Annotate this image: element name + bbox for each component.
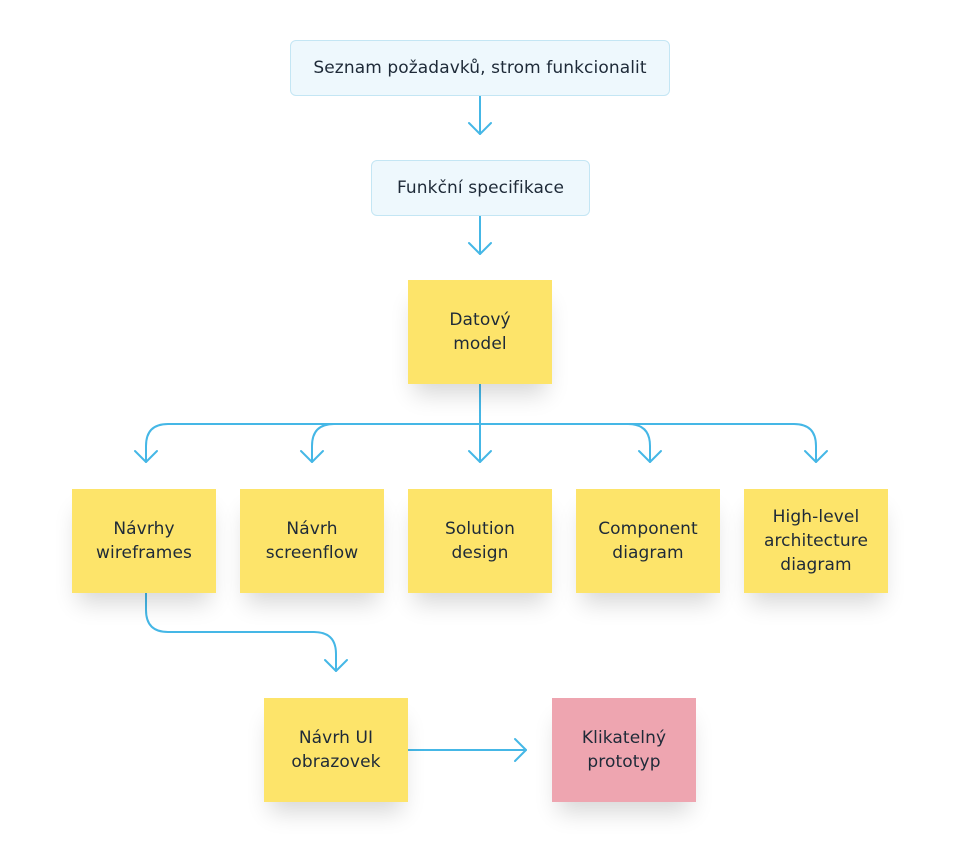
functional-spec-label: Funkční specifikace: [396, 178, 565, 198]
arrow-ui-screens-to-prototype: [407, 738, 527, 762]
arrow-to-screenflow: [300, 423, 335, 463]
arrow-to-wireframes: [134, 423, 169, 463]
ui-screens-label: Návrh UI obrazovek: [291, 728, 381, 772]
solution-design-note: Solution design: [408, 489, 552, 593]
component-diagram-note: Component diagram: [576, 489, 720, 593]
arrow-to-architecture-diagram: [793, 423, 828, 463]
arrow-to-component-diagram: [627, 423, 662, 463]
requirements-box: Seznam požadavků, strom funkcionalit: [290, 40, 670, 96]
data-model-label: Datový model: [449, 310, 511, 354]
data-model-note: Datový model: [408, 280, 552, 384]
arrow-spec-to-data-model: [468, 215, 492, 255]
solution-design-label: Solution design: [444, 519, 516, 563]
prototype-note: Klikatelný prototyp: [552, 698, 696, 802]
wireframes-note: Návrhy wireframes: [72, 489, 216, 593]
arrow-requirements-to-spec: [468, 95, 492, 135]
component-diagram-label: Component diagram: [598, 519, 698, 563]
arrow-wireframes-to-ui-screens: [145, 592, 348, 672]
screenflow-note: Návrh screenflow: [240, 489, 384, 593]
architecture-diagram-label: High-level architecture diagram: [763, 507, 869, 575]
requirements-label: Seznam požadavků, strom funkcionalit: [313, 58, 647, 78]
ui-screens-note: Návrh UI obrazovek: [264, 698, 408, 802]
screenflow-label: Návrh screenflow: [265, 519, 359, 563]
architecture-diagram-note: High-level architecture diagram: [744, 489, 888, 593]
functional-spec-box: Funkční specifikace: [371, 160, 590, 216]
prototype-label: Klikatelný prototyp: [581, 728, 667, 772]
wireframes-label: Návrhy wireframes: [96, 519, 192, 563]
